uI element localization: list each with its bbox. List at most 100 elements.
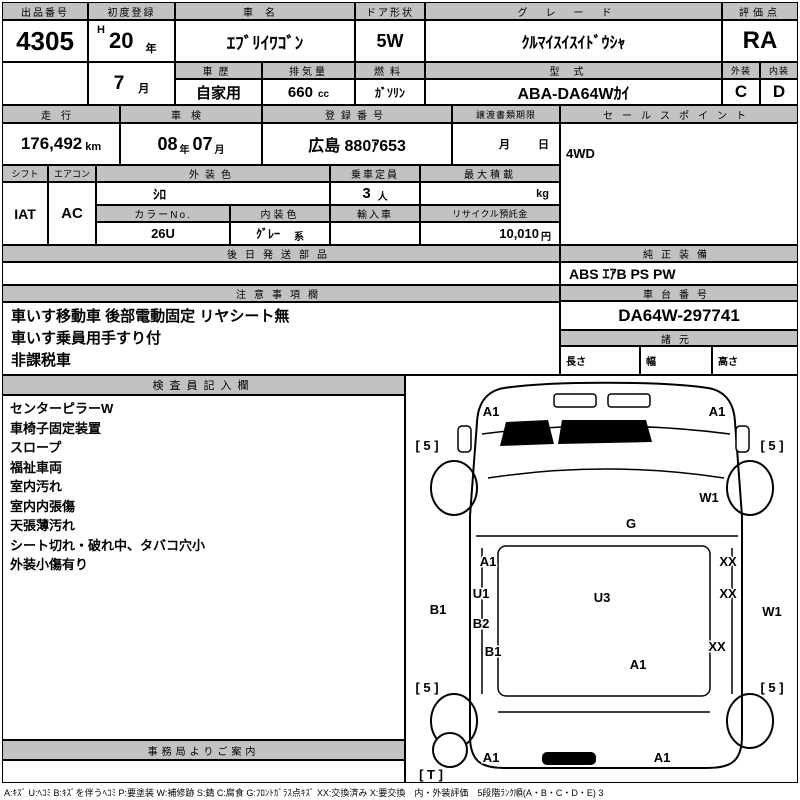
note-line: 非課税車 (11, 352, 72, 369)
damage-marker: [ 5 ] (760, 680, 783, 695)
displacement-label: 排気量 (262, 62, 355, 79)
month-unit: 月 (138, 82, 150, 95)
car-name-value: ｴﾌﾞﾘｲﾜｺﾞﾝ (175, 20, 355, 62)
capacity-label: 乗車定員 (330, 165, 420, 182)
inspector-line: スロープ (10, 440, 62, 455)
equipment-value: ABS ｴｱB PS PW (560, 262, 798, 285)
plate-label: 登録番号 (262, 105, 452, 123)
import-value (330, 222, 420, 245)
length-cell: 長さ (560, 346, 640, 375)
first-registration-year: H 20 年 (88, 20, 175, 62)
damage-marker: [ 5 ] (415, 680, 438, 695)
mileage-label: 走行 (2, 105, 120, 123)
grade-value: ｸﾙﾏｲｽｲｽｲﾄﾞｳｼｬ (425, 20, 722, 62)
inspector-line: 福祉車両 (10, 459, 63, 475)
car-body-outline (469, 381, 743, 769)
damage-marker: A1 (709, 404, 726, 419)
width-label: 幅 (646, 357, 656, 368)
damage-marker: U1 (473, 586, 490, 601)
displacement-unit: cc (317, 89, 330, 100)
cabin-floor-outline (497, 545, 711, 697)
damage-marker: A1 (480, 554, 497, 569)
capacity-number: 3 (362, 185, 371, 202)
auction-number-label: 出品番号 (2, 2, 88, 20)
interior-color-value: ｸﾞﾚｰ 系 (230, 222, 330, 245)
inspector-line: シート切れ・破れ中、タバコ穴小 (10, 537, 206, 553)
equipment-label: 純正装備 (560, 245, 798, 262)
interior-score-label: 内装 (760, 62, 798, 79)
door-shape-value: 5W (355, 20, 425, 62)
damage-marker: W1 (699, 490, 719, 505)
width-cell: 幅 (640, 346, 712, 375)
height-label: 高さ (718, 357, 738, 368)
score-label: 評価点 (722, 2, 798, 20)
damage-marker: A1 (654, 750, 671, 765)
windshield-dark-left (500, 420, 554, 446)
transfer-docs-label: 譲渡書類期限 (452, 105, 560, 123)
spare-tire (432, 732, 468, 768)
note-line: 車いす移動車 後部電動固定 リヤシート無 (11, 308, 290, 325)
damage-marker: [ T ] (419, 767, 443, 782)
interior-color-text: ｸﾞﾚｰ (255, 227, 280, 241)
damage-marker: W1 (762, 604, 782, 619)
inspector-line: 室内汚れ (10, 479, 63, 494)
fuel-label: 燃料 (355, 62, 425, 79)
inspector-line: 車椅子固定装置 (10, 420, 102, 436)
score-value: RA (722, 20, 798, 62)
interior-color-label: 内装色 (230, 205, 330, 222)
notes-area: 車いす移動車 後部電動固定 リヤシート無 車いす乗員用手すり付 非課税車 (2, 302, 560, 375)
inspection-value: 08 年 07 月 (120, 123, 262, 165)
damage-diagram: A1 A1 [ 5 ] [ 5 ] W1 G A1 XX U1 U3 XX B1… (405, 375, 798, 783)
damage-marker: A1 (630, 657, 647, 672)
exterior-score-value: C (722, 79, 760, 105)
inspector-line: 室内内張傷 (10, 498, 76, 514)
mileage-unit: km (85, 141, 102, 153)
damage-marker: XX (719, 554, 737, 569)
chassis-number-value: DA64W-297741 (560, 301, 798, 330)
front-left-wheel (430, 460, 478, 516)
color-no-label: カラーNo. (96, 205, 230, 222)
inspector-notes-area: センターピラーW 車椅子固定装置 スロープ 福祉車両 室内汚れ 室内内張傷 天張… (2, 395, 405, 740)
transfer-month-unit: 月 (499, 139, 510, 151)
windshield-line (487, 468, 725, 479)
interior-score-value: D (760, 79, 798, 105)
auction-number-value: 4305 (2, 20, 88, 62)
recycle-deposit-label: リサイクル預託金 (420, 205, 560, 222)
car-diagram-svg: A1 A1 [ 5 ] [ 5 ] W1 G A1 XX U1 U3 XX B1… (414, 381, 785, 782)
shift-value: IAT (2, 182, 48, 245)
damage-marker: B1 (485, 644, 502, 659)
damage-marker: [ 5 ] (415, 438, 438, 453)
inspector-line: 天張薄汚れ (10, 518, 76, 533)
damage-marker: U3 (594, 590, 611, 605)
grade-label: グレード (425, 2, 722, 20)
right-mirror (735, 425, 750, 453)
later-parts-label: 後日発送部品 (2, 245, 560, 262)
transfer-docs-value: 月 日 (452, 123, 560, 165)
door-shape-label: ドア形状 (355, 2, 425, 20)
inspection-month: 07 (192, 133, 213, 154)
rear-dark-panel (542, 752, 596, 765)
displacement-value: 660 cc (262, 79, 355, 105)
max-load-value: kg (420, 182, 560, 205)
car-name-label: 車名 (175, 2, 355, 20)
inspection-label: 車検 (120, 105, 262, 123)
plate-value: 広島 880ｱ653 (262, 123, 452, 165)
year-unit: 年 (145, 43, 157, 55)
exterior-score-label: 外装 (722, 62, 760, 79)
shift-label: シフト (2, 165, 48, 182)
recycle-fee-number: 10,010 (499, 226, 539, 241)
era-code: H (97, 24, 105, 36)
mileage-value: 176,492 km (2, 123, 120, 165)
inspection-year: 08 (157, 133, 178, 154)
damage-marker: [ 5 ] (760, 438, 783, 453)
inspector-line: 外装小傷有り (10, 557, 89, 572)
windshield-dark-right (558, 420, 652, 444)
fuel-value: ｶﾞｿﾘﾝ (355, 79, 425, 105)
damage-marker: G (626, 516, 636, 531)
sales-point-text: 4WD (566, 146, 595, 161)
exterior-color-value: ｼﾛ (96, 182, 330, 205)
sales-point-area: 4WD (560, 123, 798, 245)
damage-marker: A1 (483, 404, 500, 419)
displacement-number: 660 (287, 83, 313, 101)
